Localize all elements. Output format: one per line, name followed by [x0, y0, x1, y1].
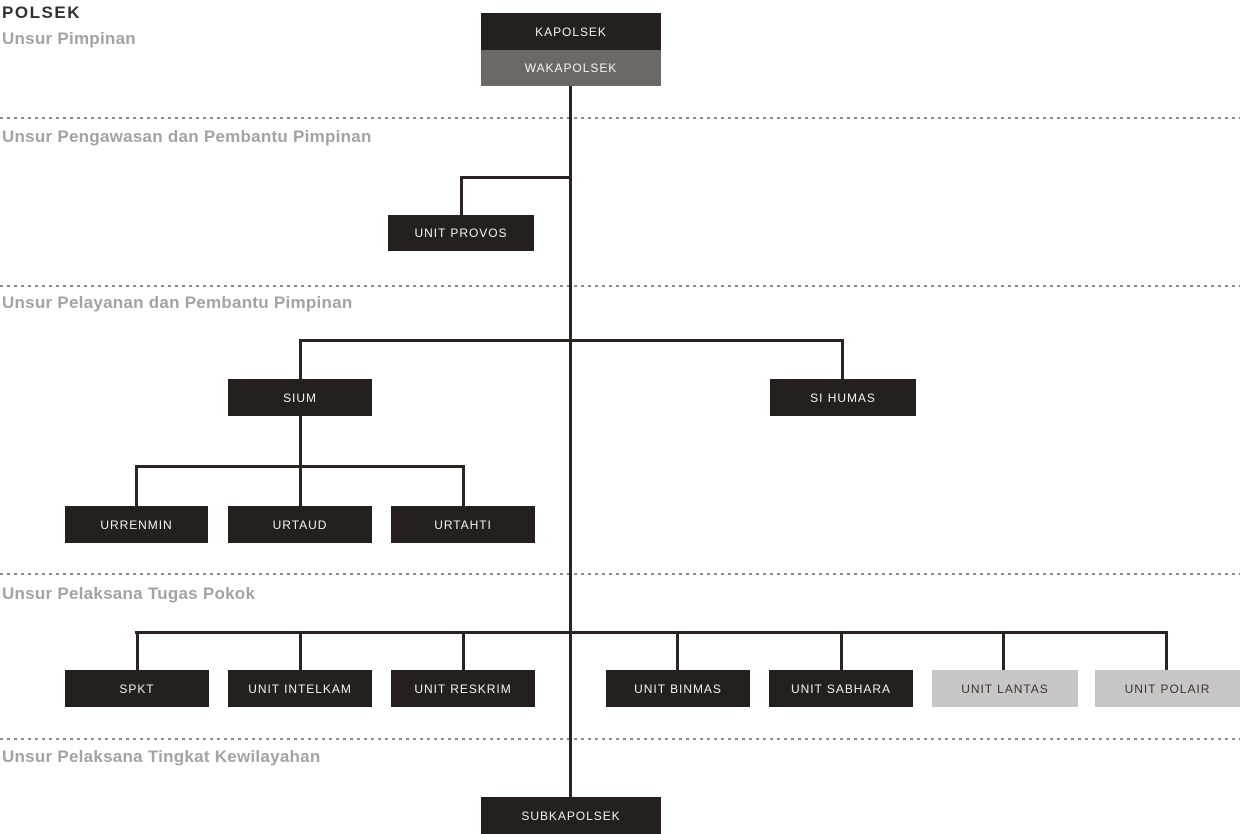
node-si-humas: SI HUMAS: [770, 379, 916, 416]
connector-urtahti-drop: [462, 465, 465, 506]
connector-main-vertical: [569, 86, 572, 797]
section-divider-1: [0, 117, 1240, 119]
connector-intelkam-drop: [299, 631, 302, 670]
section-divider-3: [0, 573, 1240, 575]
node-urrenmin: URRENMIN: [65, 506, 208, 543]
section-divider-2: [0, 285, 1240, 287]
connector-provos-drop: [460, 176, 463, 215]
page-title: POLSEK: [2, 3, 82, 22]
connector-urtaud-drop: [299, 465, 302, 506]
node-urtaud: URTAUD: [228, 506, 372, 543]
section-label-pelaksana-tugas: Unsur Pelaksana Tugas Pokok: [2, 584, 256, 603]
section-label-kewilayahan: Unsur Pelaksana Tingkat Kewilayahan: [2, 747, 321, 766]
node-urtahti: URTAHTI: [391, 506, 535, 543]
connector-polair-drop: [1165, 631, 1168, 670]
connector-reskrim-drop: [462, 631, 465, 670]
node-unit-reskrim: UNIT RESKRIM: [391, 670, 535, 707]
node-kapolsek: KAPOLSEK: [481, 13, 661, 50]
section-divider-4: [0, 738, 1240, 740]
section-label-pelayanan: Unsur Pelayanan dan Pembantu Pimpinan: [2, 293, 353, 312]
node-unit-polair: UNIT POLAIR: [1095, 670, 1240, 707]
connector-provos-branch: [460, 176, 572, 179]
section-label-pimpinan: Unsur Pimpinan: [2, 29, 136, 48]
connector-urrenmin-drop: [135, 465, 138, 506]
node-unit-sabhara: UNIT SABHARA: [769, 670, 913, 707]
node-spkt: SPKT: [65, 670, 209, 707]
node-sium: SIUM: [228, 379, 372, 416]
node-unit-lantas: UNIT LANTAS: [932, 670, 1078, 707]
node-unit-binmas: UNIT BINMAS: [606, 670, 750, 707]
section-label-pengawasan: Unsur Pengawasan dan Pembantu Pimpinan: [2, 127, 372, 146]
connector-binmas-drop: [676, 631, 679, 670]
connector-sabhara-drop: [840, 631, 843, 670]
connector-spkt-drop: [136, 631, 139, 670]
node-subkapolsek: SUBKAPOLSEK: [481, 797, 661, 834]
node-wakapolsek: WAKAPOLSEK: [481, 50, 661, 86]
node-unit-provos: UNIT PROVOS: [388, 215, 534, 251]
connector-units-bar: [135, 631, 1168, 634]
connector-sihumas-drop: [841, 339, 844, 379]
connector-sium-stub: [299, 416, 302, 465]
connector-sium-drop: [299, 339, 302, 379]
node-unit-intelkam: UNIT INTELKAM: [228, 670, 372, 707]
connector-services-bar: [299, 339, 844, 342]
connector-lantas-drop: [1002, 631, 1005, 670]
